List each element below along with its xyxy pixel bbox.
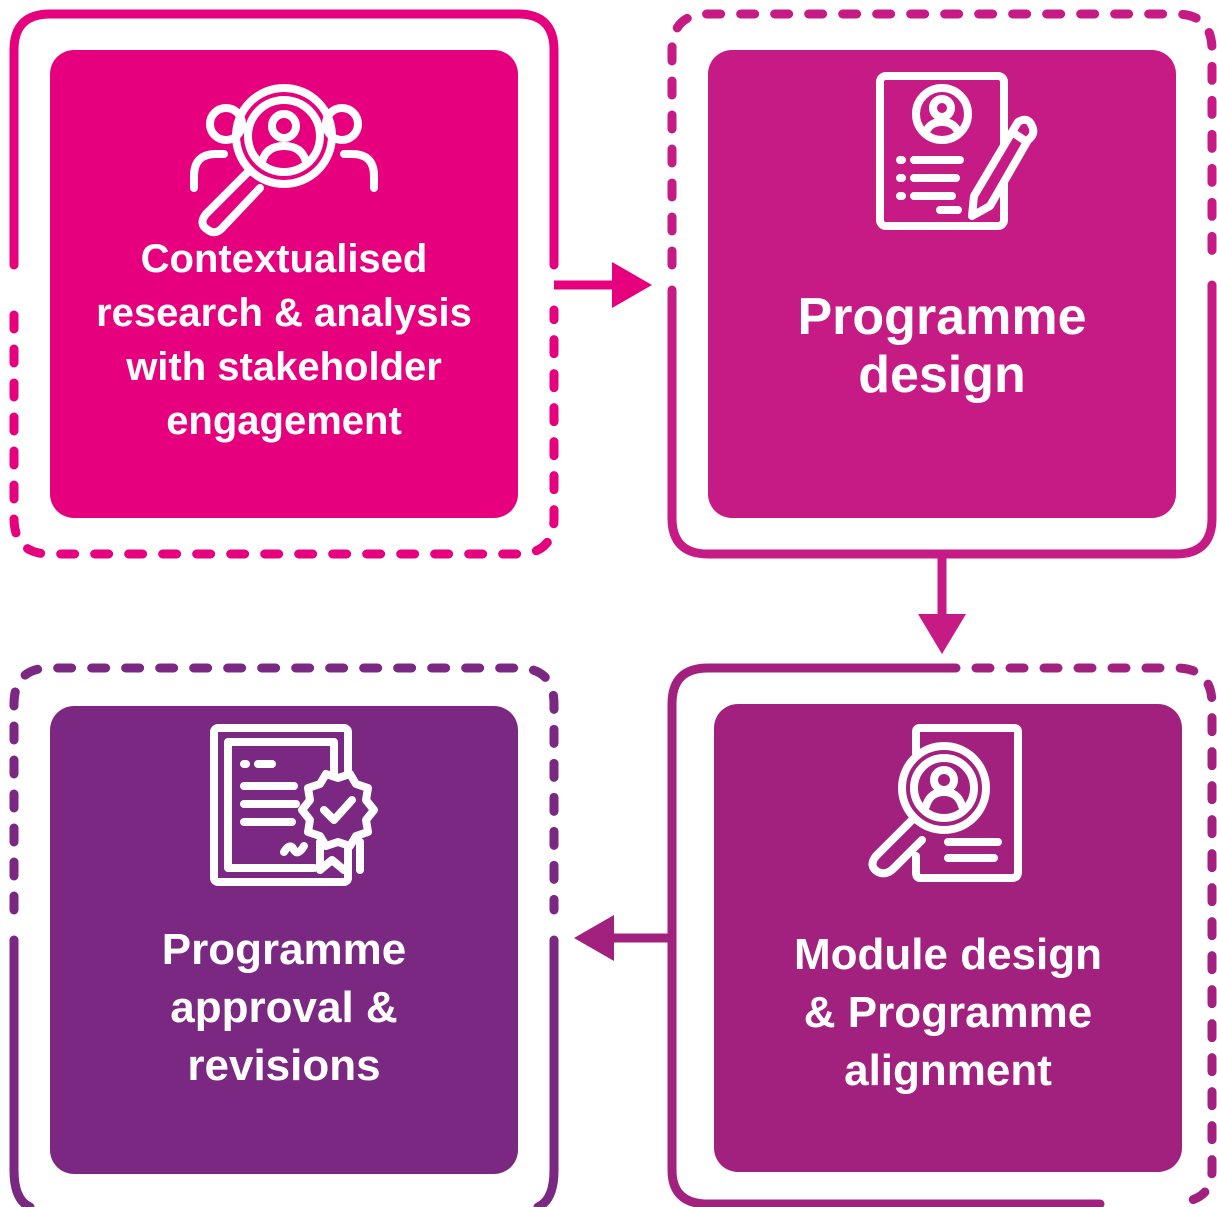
- profile-document-pencil-icon: [842, 70, 1042, 240]
- search-people-icon: [184, 78, 384, 248]
- document-search-user-icon: [848, 724, 1048, 894]
- step-3-card: Module design & Programme alignment: [714, 704, 1182, 1172]
- step-1-frame-solid: [9, 9, 559, 270]
- step-2-frame-dashed: [667, 9, 1217, 270]
- step-2-label: Programme design: [797, 288, 1087, 404]
- arrow-step3-to-step4-head: [574, 915, 614, 961]
- certificate-icon: [184, 724, 384, 894]
- step-4-frame-dashed: [9, 663, 559, 915]
- step-3-frame-solid: [667, 663, 1105, 1207]
- arrow-step1-to-step2-head: [612, 262, 652, 308]
- step-1-card: Contextualised research & analysis with …: [50, 50, 518, 518]
- arrow-step2-to-step3-head: [918, 614, 966, 654]
- step-1-label: Contextualised research & analysis with …: [96, 237, 472, 443]
- step-4-frame-solid: [9, 935, 559, 1207]
- step-3-frame-dashed: [937, 663, 1217, 1207]
- step-2-card: Programme design: [708, 50, 1176, 518]
- step-4-label: Programme approval & revisions: [161, 925, 407, 1090]
- step-1-frame-dashed: [9, 305, 559, 559]
- step-3-label: Module design & Programme alignment: [794, 930, 1102, 1095]
- step-4-card: Programme approval & revisions: [50, 706, 518, 1174]
